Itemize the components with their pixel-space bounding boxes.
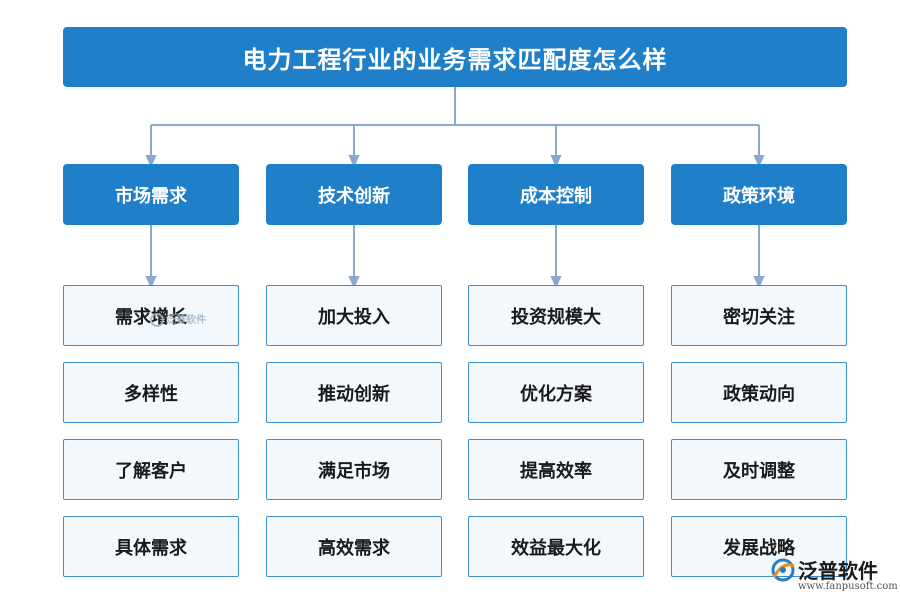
watermark-text: 泛普软件 (166, 315, 206, 326)
item-box: 加大投入 (266, 285, 442, 346)
item-box: 了解客户 (63, 439, 239, 500)
item-box: 具体需求 (63, 516, 239, 577)
item-box: 优化方案 (468, 362, 644, 423)
brand-logo-icon (771, 558, 795, 582)
item-box: 发展战略 (671, 516, 847, 577)
header-policy-environment: 政策环境 (671, 164, 847, 225)
item-box: 高效需求 (266, 516, 442, 577)
header-tech-innovation: 技术创新 (266, 164, 442, 225)
item-box: 及时调整 (671, 439, 847, 500)
item-box: 推动创新 (266, 362, 442, 423)
diagram-title: 电力工程行业的业务需求匹配度怎么样 (63, 27, 847, 87)
item-box: 多样性 (63, 362, 239, 423)
item-box: 效益最大化 (468, 516, 644, 577)
item-box: 提高效率 (468, 439, 644, 500)
item-box: 密切关注 (671, 285, 847, 346)
watermark-logo-icon (150, 313, 164, 327)
item-box: 投资规模大 (468, 285, 644, 346)
brand-logo: 泛普软件 www.fanpusoft.com (770, 555, 898, 597)
brand-url: www.fanpusoft.com (798, 581, 898, 592)
item-box: 政策动向 (671, 362, 847, 423)
header-cost-control: 成本控制 (468, 164, 644, 225)
watermark: 泛普软件 (150, 311, 206, 327)
header-market-demand: 市场需求 (63, 164, 239, 225)
brand-name: 泛普软件 (798, 559, 878, 583)
item-box: 满足市场 (266, 439, 442, 500)
